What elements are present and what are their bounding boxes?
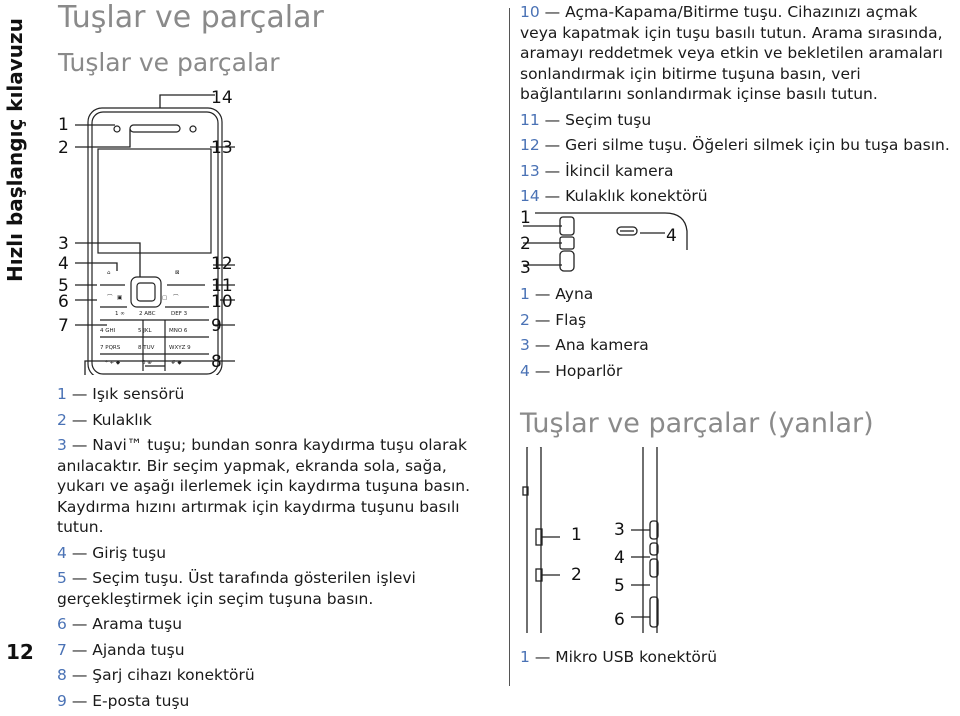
list-item: 11 — Seçim tuşu bbox=[520, 110, 652, 129]
svg-text:⌒: ⌒ bbox=[173, 294, 179, 301]
front-label-1: 1 bbox=[58, 115, 69, 135]
phone-screen bbox=[97, 148, 212, 254]
side-label-3: 3 bbox=[614, 520, 625, 540]
front-label-6: 6 bbox=[58, 292, 69, 312]
svg-text:⌒: ⌒ bbox=[107, 294, 113, 301]
front-keys-list: 1 — Işık sensörü 2 — Kulaklık 3 — Navi™ … bbox=[57, 384, 477, 716]
svg-text:1 ∞: 1 ∞ bbox=[115, 311, 125, 317]
navi-key-inner bbox=[136, 282, 156, 302]
front-keys-list-continued: 10 — Açma-Kapama/Bitirme tuşu. Cihazınız… bbox=[520, 2, 958, 212]
list-item: 6 — Arama tuşu bbox=[57, 615, 183, 633]
capture-key bbox=[649, 596, 659, 628]
list-item: 1 — Ayna bbox=[520, 285, 594, 303]
list-item: 3 — Ana kamera bbox=[520, 336, 649, 354]
phone-front-diagram: ⌂ ⊠ ⌒ ▣ ▢ ⌒ 1 ∞ 2 ABC DEF 3 4 GHI 5 JKL … bbox=[75, 94, 235, 375]
front-label-14: 14 bbox=[211, 88, 233, 108]
side-label-1: 1 bbox=[571, 525, 582, 545]
voice-key bbox=[649, 542, 659, 556]
mirror bbox=[559, 216, 575, 236]
svg-text:4 GHI: 4 GHI bbox=[100, 328, 116, 334]
section-title: Tuşlar ve parçalar bbox=[58, 48, 280, 77]
side-label-4: 4 bbox=[614, 548, 625, 568]
front-label-12: 12 bbox=[211, 254, 233, 274]
list-item: 5 — Seçim tuşu. Üst tarafında gösterilen… bbox=[57, 569, 416, 608]
list-item: 12 — Geri silme tuşu. Öğeleri silmek içi… bbox=[520, 136, 950, 154]
svg-text:▢: ▢ bbox=[162, 295, 167, 301]
page-title: Tuşlar ve parçalar bbox=[58, 0, 324, 35]
svg-text:5 JKL: 5 JKL bbox=[138, 328, 152, 334]
left-side-outline bbox=[526, 447, 542, 633]
running-header: Hızlı başlangıç kılavuzu bbox=[3, 18, 27, 282]
speaker-grille bbox=[616, 226, 638, 236]
list-item: 1 — Işık sensörü bbox=[57, 385, 185, 403]
front-label-2: 2 bbox=[58, 138, 69, 158]
column-divider bbox=[509, 8, 510, 686]
back-label-4: 4 bbox=[666, 226, 677, 246]
navi-key-outer bbox=[130, 276, 162, 308]
front-label-10: 10 bbox=[211, 292, 233, 312]
list-item: 3 — Navi™ tuşu; bundan sonra kaydırma tu… bbox=[57, 436, 471, 536]
list-item: 9 — E-posta tuşu bbox=[57, 691, 190, 710]
svg-text:2 ABC: 2 ABC bbox=[139, 311, 156, 317]
back-label-3: 3 bbox=[520, 258, 531, 278]
phone-body bbox=[87, 107, 223, 375]
list-item: 4 — Giriş tuşu bbox=[57, 543, 167, 562]
list-item: 10 — Açma-Kapama/Bitirme tuşu. Cihazınız… bbox=[520, 3, 943, 103]
side-label-5: 5 bbox=[614, 576, 625, 596]
front-label-4: 4 bbox=[58, 254, 69, 274]
front-label-5: 5 bbox=[58, 276, 69, 296]
side-label-6: 6 bbox=[614, 610, 625, 630]
list-item: 2 — Flaş bbox=[520, 310, 587, 329]
svg-text:DEF 3: DEF 3 bbox=[171, 311, 188, 317]
svg-text:0 ⊕: 0 ⊕ bbox=[142, 360, 152, 366]
svg-text:* + ◆: * + ◆ bbox=[105, 360, 121, 366]
svg-text:8 TUV: 8 TUV bbox=[138, 345, 155, 351]
list-item: 4 — Hoparlör bbox=[520, 361, 623, 380]
light-sensor bbox=[113, 125, 121, 133]
front-camera bbox=[189, 125, 197, 133]
volume-down-key bbox=[649, 558, 659, 578]
side-parts-list: 1 — Mikro USB konektörü bbox=[520, 647, 940, 673]
phone-sides-diagram bbox=[522, 447, 659, 633]
phone-back-diagram bbox=[523, 212, 688, 272]
side-bar: Hızlı başlangıç kılavuzu 12 bbox=[0, 0, 34, 687]
svg-text:# ◆: # ◆ bbox=[171, 360, 182, 366]
svg-text:MNO 6: MNO 6 bbox=[169, 328, 188, 334]
front-label-11: 11 bbox=[211, 276, 233, 296]
front-label-3: 3 bbox=[58, 234, 69, 254]
list-item: 7 — Ajanda tuşu bbox=[57, 640, 185, 659]
list-item: 1 — Mikro USB konektörü bbox=[520, 648, 718, 666]
right-side-outline bbox=[642, 447, 658, 633]
list-item: 8 — Şarj cihazı konektörü bbox=[57, 666, 255, 684]
front-label-9: 9 bbox=[211, 316, 222, 336]
side-label-2: 2 bbox=[571, 565, 582, 585]
svg-text:⊠: ⊠ bbox=[175, 270, 180, 276]
list-item: 13 — İkincil kamera bbox=[520, 161, 674, 180]
list-item: 2 — Kulaklık bbox=[57, 410, 152, 429]
back-label-1: 1 bbox=[520, 208, 531, 228]
flash bbox=[559, 236, 575, 250]
svg-text:7 PQRS: 7 PQRS bbox=[100, 345, 121, 351]
front-label-7: 7 bbox=[58, 316, 69, 336]
page-number: 12 bbox=[6, 640, 34, 664]
list-item: 14 — Kulaklık konektörü bbox=[520, 187, 708, 205]
svg-text:⌂: ⌂ bbox=[107, 270, 111, 276]
sides-heading: Tuşlar ve parçalar (yanlar) bbox=[520, 408, 874, 439]
svg-text:▣: ▣ bbox=[117, 295, 122, 301]
earpiece-slot bbox=[129, 124, 181, 133]
front-label-13: 13 bbox=[211, 138, 233, 158]
back-label-2: 2 bbox=[520, 234, 531, 254]
svg-text:WXYZ 9: WXYZ 9 bbox=[169, 345, 191, 351]
back-cover-outline bbox=[535, 212, 688, 250]
back-parts-list: 1 — Ayna 2 — Flaş 3 — Ana kamera 4 — Hop… bbox=[520, 284, 940, 386]
front-label-8: 8 bbox=[211, 352, 222, 372]
main-camera bbox=[559, 250, 575, 272]
